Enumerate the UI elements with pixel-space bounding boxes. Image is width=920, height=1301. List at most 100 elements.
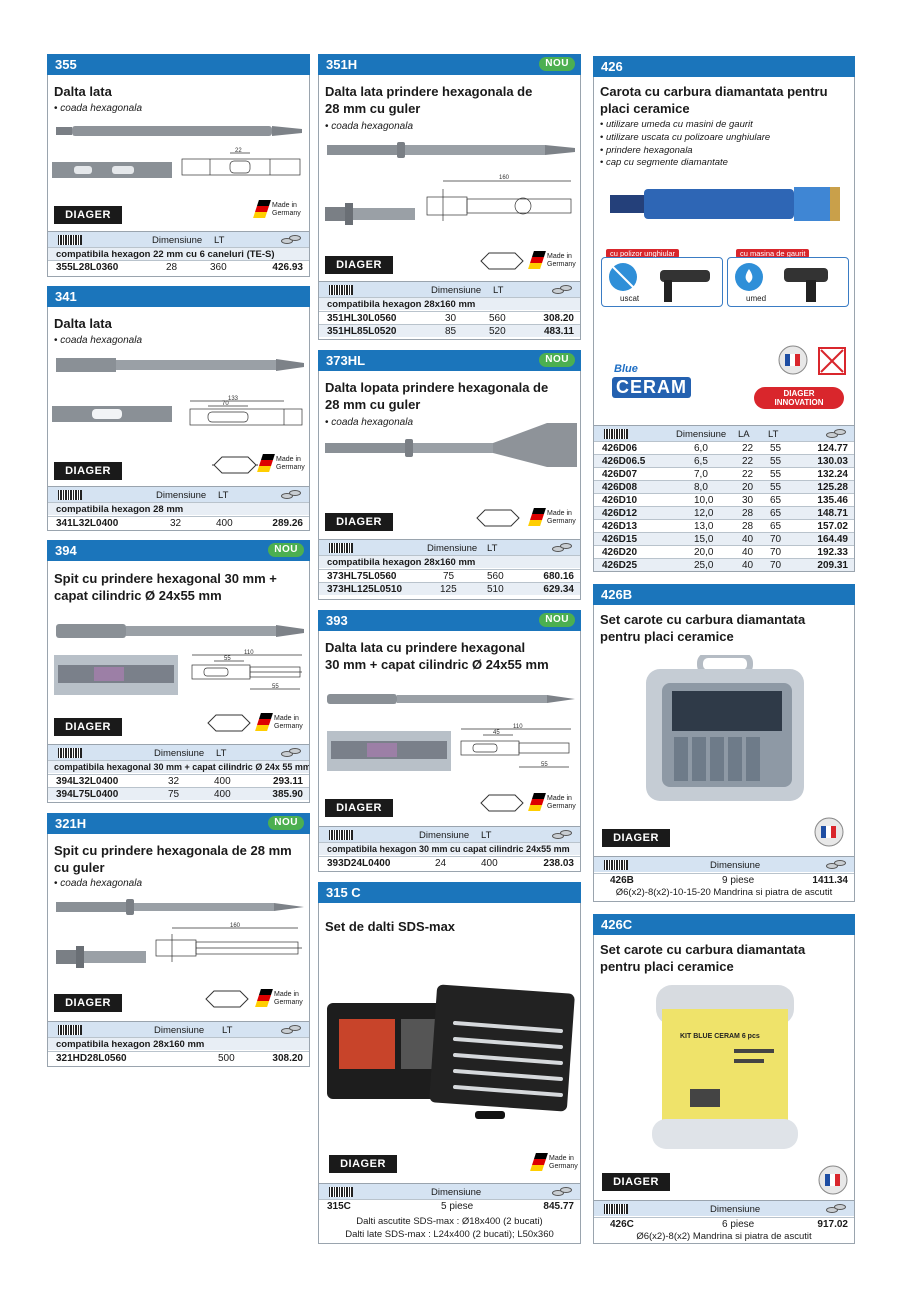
technical-drawing: 160 <box>426 175 572 221</box>
title-line-1: Spit cu prindere hexagonal 30 mm + <box>54 571 277 586</box>
shank-image <box>325 203 415 225</box>
row-code: 426D06.5 <box>602 456 646 467</box>
product-code: 351H <box>326 57 358 72</box>
bullet-item: coada hexagonala <box>54 102 303 115</box>
title-line-1: Dalta lata cu prindere hexagonal <box>325 640 526 655</box>
col-dimensiune: Dimensiune <box>152 235 203 246</box>
germany-label: Germany <box>549 1163 578 1170</box>
diager-logo: DIAGER <box>54 206 122 224</box>
row-code: 393D24L0400 <box>327 858 391 869</box>
row-code: 426D25 <box>602 560 638 571</box>
german-flag-icon <box>528 793 546 811</box>
new-badge: NOU <box>268 543 304 557</box>
spec-header: Dimensiune LT <box>48 1021 309 1037</box>
price-coins-icon <box>281 234 303 245</box>
set-contents-note: Ø6(x2)-8(x2) Mandrina si piatra de ascut… <box>636 1231 812 1242</box>
row-dim: 12,0 <box>694 508 714 519</box>
product-code: 321H <box>55 816 87 831</box>
table-row: 373HL125L0510 125 510 629.34 <box>319 582 580 595</box>
card-header: 341 <box>47 286 310 307</box>
row-lt: 400 <box>481 858 498 869</box>
row-code: 426D06 <box>602 443 638 454</box>
price-coins-icon <box>281 489 303 500</box>
technical-drawing: 160 <box>155 923 302 962</box>
row-lt: 400 <box>216 518 233 529</box>
row-price: 157.02 <box>817 521 848 532</box>
barcode-icon <box>604 860 628 870</box>
product-title: Spit cu prindere hexagonal 30 mm +capat … <box>54 570 303 604</box>
col-dimensiune: Dimensiune <box>156 490 207 501</box>
row-la: 28 <box>742 508 754 519</box>
germany-label: Germany <box>547 803 576 810</box>
product-code: 426B <box>601 587 633 602</box>
col-dimensiune: Dimensiune <box>710 860 761 871</box>
technical-drawing: 22 <box>181 148 301 176</box>
germany-label: Germany <box>274 723 303 730</box>
table-row: 373HL75L0560 75 560 680.16 <box>319 569 580 582</box>
row-la: 40 <box>742 547 754 558</box>
row-dim: 6,0 <box>694 443 708 454</box>
row-lt: 70 <box>770 534 782 545</box>
row-code: 426D10 <box>602 495 638 506</box>
compatibility-row: compatibila hexagon 28 mm <box>48 502 309 515</box>
card-header: 426C <box>593 914 855 935</box>
price-coins-icon <box>552 829 574 840</box>
shank-image <box>52 162 172 178</box>
chisel-image <box>56 899 304 915</box>
col-dimensiune: Dimensiune <box>419 830 470 841</box>
row-lt: 560 <box>489 313 506 324</box>
row-price: 308.20 <box>272 1053 303 1064</box>
title-line-2: 28 mm cu guler <box>325 397 421 412</box>
bullet-item: utilizare umeda cu masini de gaurit <box>600 119 848 132</box>
drill-icon <box>784 268 828 302</box>
row-lt: 400 <box>214 789 231 800</box>
row-price: 917.02 <box>817 1219 848 1230</box>
row-la: 22 <box>742 443 754 454</box>
wet-use-box: umed <box>727 257 849 307</box>
german-flag-icon <box>530 1153 548 1171</box>
core-drill-bit-image <box>610 187 840 221</box>
chisel-image <box>56 624 304 638</box>
col-lt: LT <box>218 490 229 501</box>
row-price: 132.24 <box>817 469 848 480</box>
row-lt: 65 <box>770 508 782 519</box>
row-code: 426B <box>610 875 634 886</box>
card-header: 355 <box>47 54 310 75</box>
row-la: 40 <box>742 560 754 571</box>
row-code: 394L75L0400 <box>56 789 119 800</box>
row-price: 135.46 <box>817 495 848 506</box>
germany-label: Germany <box>272 210 301 217</box>
made-in-label: Made in <box>274 715 299 722</box>
row-lt: 70 <box>770 547 782 558</box>
card-header: 426B <box>593 584 855 605</box>
wet-use-icon <box>735 263 763 291</box>
row-dim: 6,5 <box>694 456 708 467</box>
row-code: 351HL85L0520 <box>327 326 397 337</box>
title-line-1: Carota cu carbura diamantata pentru <box>600 84 828 99</box>
row-dim: 24 <box>435 858 447 869</box>
made-in-label: Made in <box>272 202 297 209</box>
row-code: 355L28L0360 <box>56 262 119 273</box>
col-lt: LT <box>222 1025 233 1036</box>
card-header: 426 <box>593 56 855 77</box>
svg-text:160: 160 <box>499 175 510 181</box>
table-row: 394L75L0400 75 400 385.90 <box>48 787 309 800</box>
barcode-icon <box>329 1187 353 1197</box>
product-code: 426C <box>601 917 633 932</box>
col-dimensiune: Dimensiune <box>431 1187 482 1198</box>
logo-ceram-text: CERAM <box>612 377 691 398</box>
col-dimensiune: Dimensiune <box>710 1204 761 1215</box>
spec-header: Dimensiune LT <box>48 486 309 502</box>
product-code: 373HL <box>326 353 366 368</box>
dry-label: uscat <box>620 294 640 303</box>
row-code: 426D12 <box>602 508 638 519</box>
